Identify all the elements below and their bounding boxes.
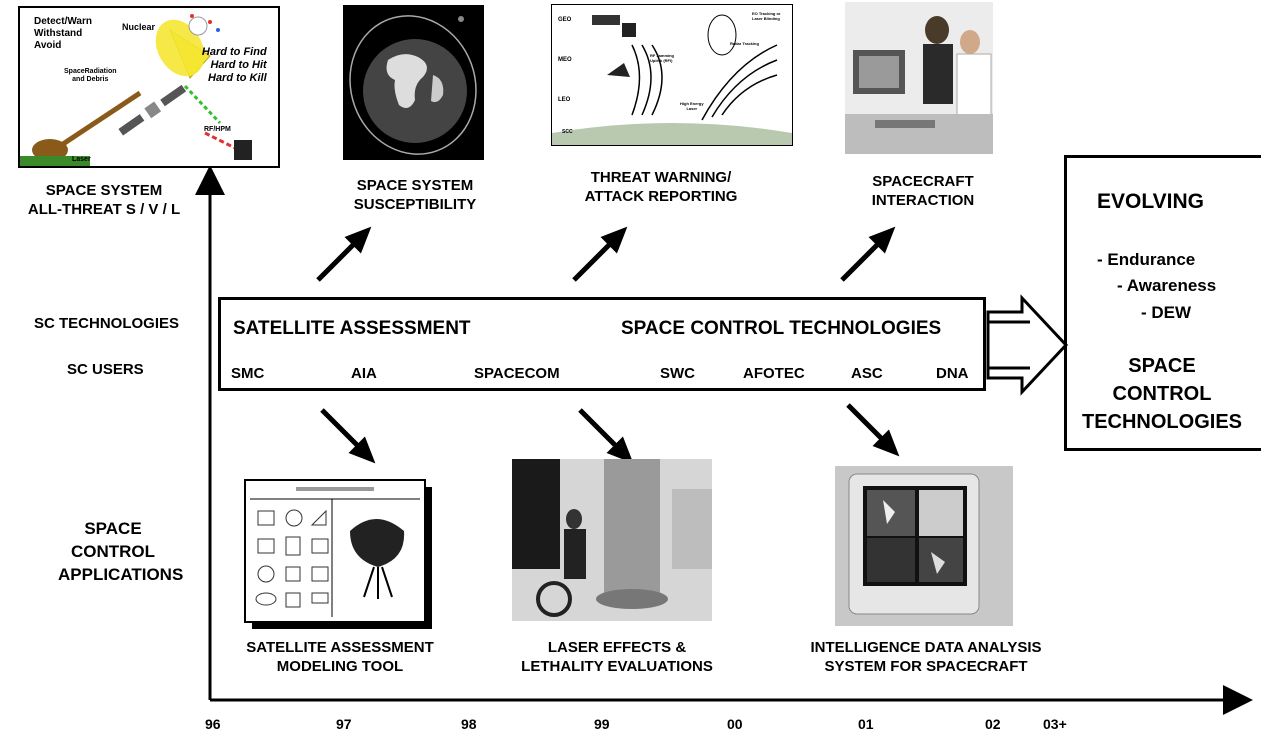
evolving-item-dew: - DEW	[1141, 303, 1192, 322]
user-aia: AIA	[351, 365, 377, 382]
orbit-threat-image: GEO MEO LEO SCC EO Tracking or Laser Bli…	[551, 4, 793, 146]
modeling-tool-image	[244, 479, 426, 623]
evolving-heading: EVOLVING	[1097, 190, 1204, 213]
user-smc: SMC	[231, 365, 265, 382]
year-98: 98	[461, 716, 477, 732]
user-spacecom: SPACECOM	[474, 365, 560, 382]
laser-effects-photo	[512, 459, 712, 621]
caption-modeling-tool: SATELLITE ASSESSMENT MODELING TOOL	[246, 639, 434, 675]
caption-intel-system: INTELLIGENCE DATA ANALYSIS SYSTEM FOR SP…	[810, 639, 1042, 675]
threat-illustration: Detect/Warn Withstand Avoid Nuclear Hard…	[18, 6, 280, 168]
sc-users-label: SC USERS	[67, 361, 144, 378]
year-01: 01	[858, 716, 874, 732]
sc-technologies-label: SC TECHNOLOGIES	[34, 315, 180, 332]
space-control-technologies-heading: SPACE CONTROL TECHNOLOGIES	[621, 318, 942, 339]
evolving-item-awareness: - Awareness	[1117, 276, 1217, 295]
evolving-box: EVOLVING - Endurance - Awareness - DEW S…	[1064, 155, 1261, 451]
user-afotec: AFOTEC	[743, 365, 805, 382]
year-99: 99	[594, 716, 610, 732]
spacecraft-interaction-photo	[845, 2, 993, 154]
central-technology-box: SATELLITE ASSESSMENT SPACE CONTROL TECHN…	[218, 297, 986, 391]
user-dna: DNA	[936, 365, 969, 382]
year-00: 00	[727, 716, 743, 732]
year-96: 96	[205, 716, 221, 732]
evolving-footer: SPACE CONTROL TECHNOLOGIES	[1081, 355, 1242, 433]
intelligence-monitor-photo	[835, 466, 1013, 626]
laser-photo-art	[512, 459, 712, 621]
caption-spacecraft-interaction: SPACECRAFT INTERACTION	[871, 173, 975, 209]
user-swc: SWC	[660, 365, 695, 382]
year-02: 02	[985, 716, 1001, 732]
satellite-assessment-heading: SATELLITE ASSESSMENT	[233, 318, 471, 339]
monitor-art	[835, 466, 1013, 626]
earth-image	[343, 5, 484, 160]
modeling-tool-art	[250, 487, 420, 617]
caption-all-threat: SPACE SYSTEM ALL-THREAT S / V / L	[27, 182, 181, 218]
caption-laser-effects: LASER EFFECTS & LETHALITY EVALUATIONS	[521, 639, 713, 675]
interaction-photo-art	[845, 2, 993, 154]
threat-illustration-art	[20, 14, 252, 166]
caption-threat-warning: THREAT WARNING/ ATTACK REPORTING	[584, 169, 738, 205]
caption-susceptibility: SPACE SYSTEM SUSCEPTIBILITY	[353, 177, 477, 213]
year-03plus: 03+	[1043, 716, 1067, 732]
user-asc: ASC	[851, 365, 883, 382]
orbit-art	[552, 14, 792, 145]
block-arrow	[986, 294, 1069, 396]
evolving-item-endurance: - Endurance	[1097, 250, 1196, 269]
year-97: 97	[336, 716, 352, 732]
earth-art	[349, 15, 477, 155]
diagonal-arrows	[316, 226, 900, 464]
space-control-applications-label: SPACE CONTROL APPLICATIONS	[58, 519, 184, 584]
